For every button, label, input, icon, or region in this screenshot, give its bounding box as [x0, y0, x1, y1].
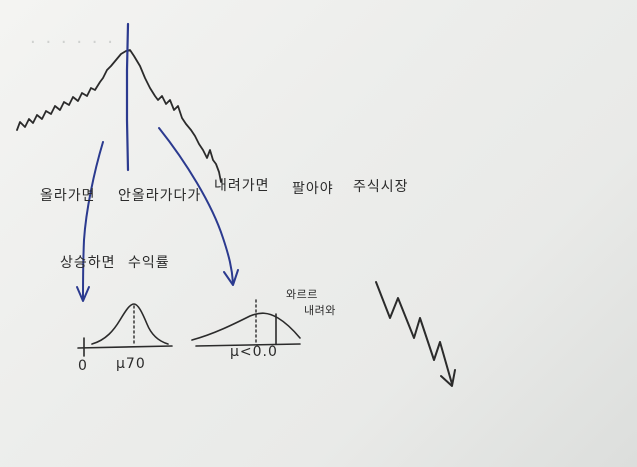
erased-text-ghost: · · · · · ·	[30, 32, 115, 53]
right-baseline	[195, 343, 301, 347]
label-down-phrase: 내려가면	[214, 178, 270, 194]
label-mu-high: μ70	[116, 356, 146, 372]
label-rise-phrase: 상승하면	[60, 255, 116, 271]
mountain-sketch	[16, 49, 222, 183]
left-down-arrow	[82, 141, 104, 301]
center-vertical-line	[125, 22, 130, 172]
right-bell-curve	[191, 312, 301, 341]
left-arrowhead	[76, 286, 90, 302]
left-baseline	[77, 345, 173, 349]
falling-arrowhead	[440, 369, 456, 387]
label-sell-phrase: 팔아야	[292, 181, 334, 197]
label-zero-tick: 0	[78, 358, 88, 374]
falling-zigzag	[375, 281, 453, 385]
label-side-line2: 내려와	[304, 304, 336, 317]
label-conclusion: 주식시장	[353, 179, 409, 195]
label-side-line1: 와르르	[286, 288, 318, 301]
right-arrowhead	[223, 269, 239, 286]
left-bell-curve	[91, 303, 169, 345]
label-profit-phrase: 수익률	[128, 255, 170, 271]
label-middle-phrase: 안올라가다가	[118, 188, 202, 204]
label-up-phrase: 올라가면	[40, 188, 96, 204]
label-mu-low: μ<0.0	[230, 344, 278, 360]
right-curved-arrow	[158, 127, 234, 284]
